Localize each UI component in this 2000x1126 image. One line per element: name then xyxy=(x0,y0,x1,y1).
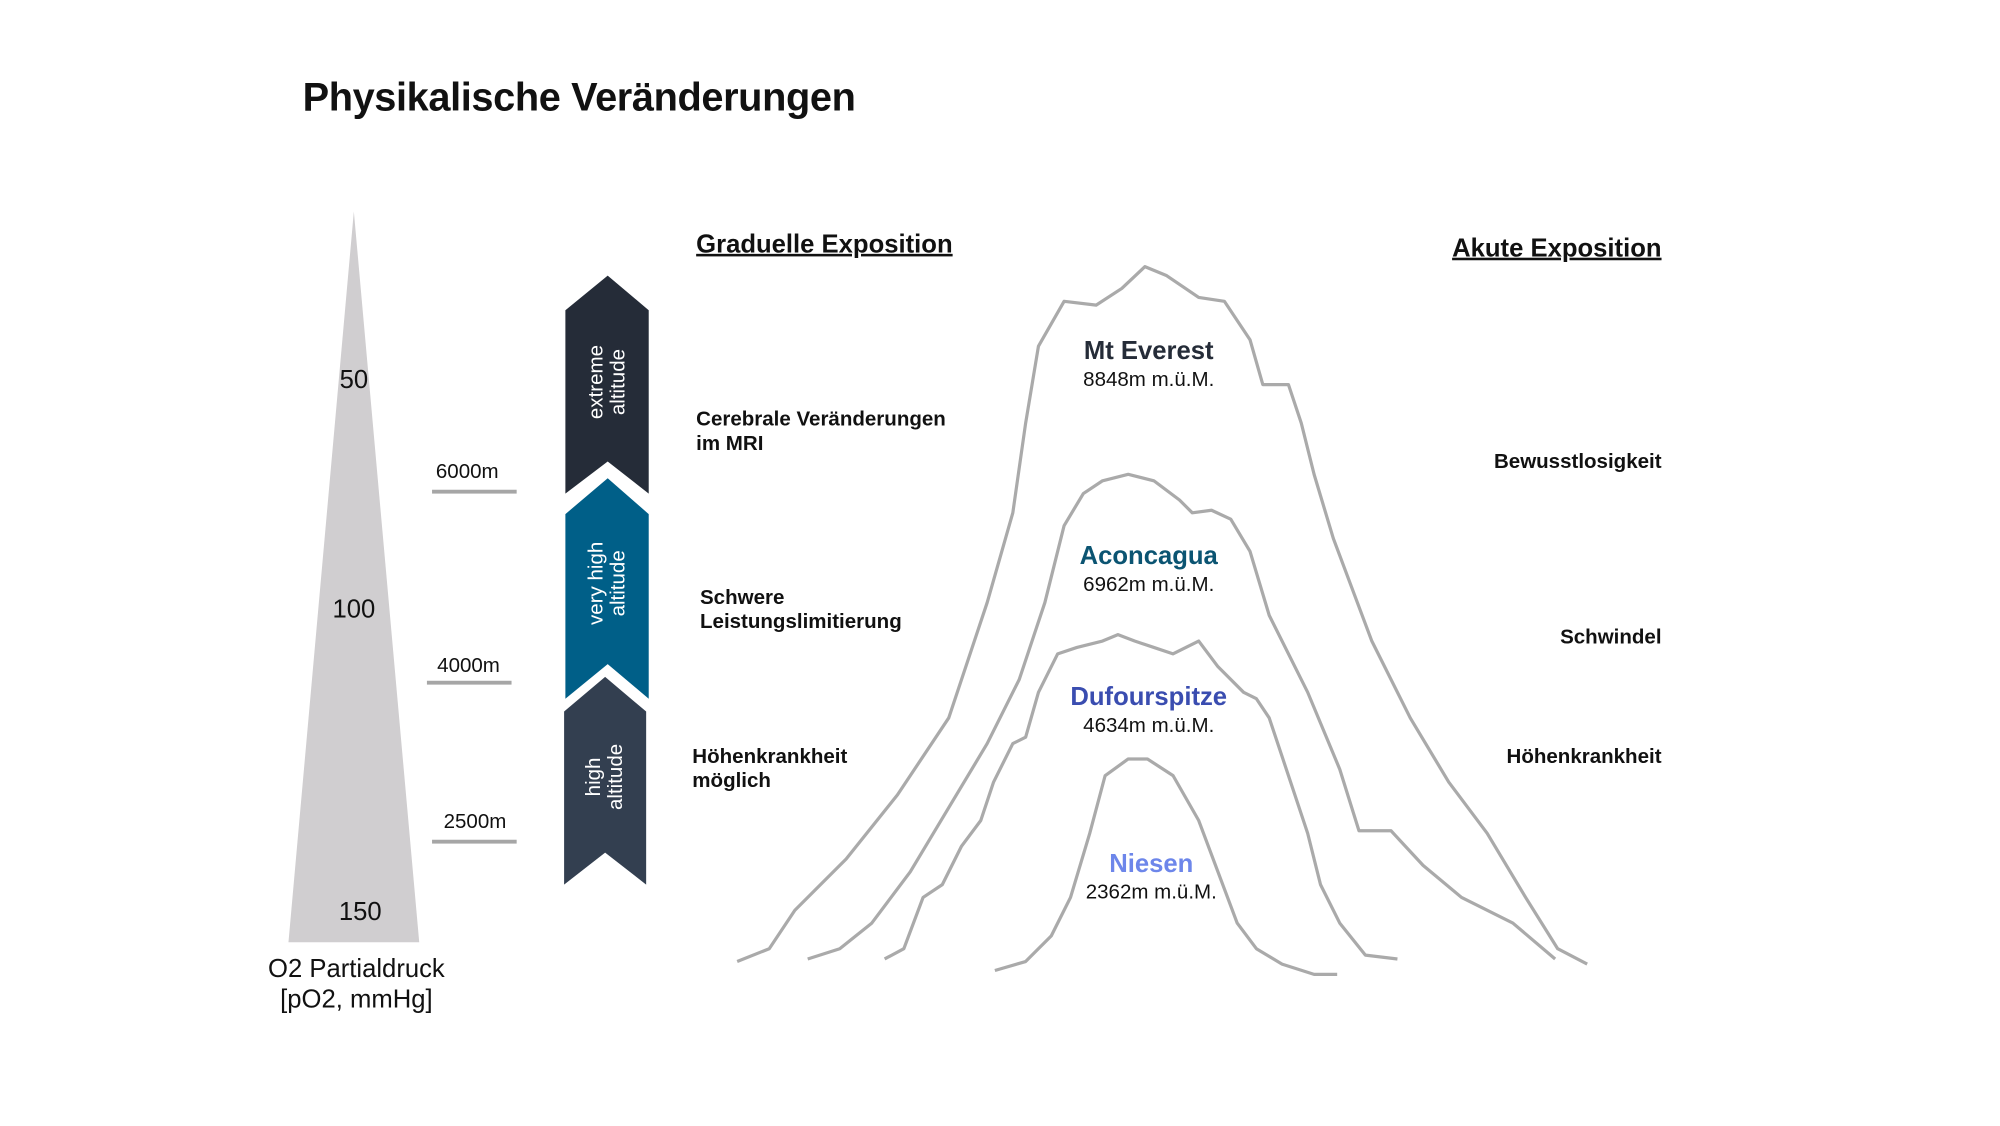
mountain-name-everest: Mt Everest xyxy=(1083,337,1214,366)
zone-label-line: altitude xyxy=(607,348,630,416)
mountain-name-aconcagua: Aconcagua xyxy=(1079,542,1218,571)
pressure-triangle xyxy=(288,211,420,943)
acute-item-unconsciousness: Bewusstlosigkeit xyxy=(1493,451,1662,474)
zone-arrow-extreme xyxy=(565,275,649,494)
zone-label-line: high xyxy=(583,757,606,797)
altitude-mark-6000: 6000m xyxy=(435,461,499,484)
altitude-line-2500 xyxy=(432,839,517,844)
zone-label-line: very high xyxy=(585,541,608,625)
gradual-heading: Graduelle Exposition xyxy=(696,230,953,259)
mountain-outline-everest xyxy=(736,265,1588,966)
desc-line: Schwere xyxy=(699,587,785,609)
pressure-axis-label-line1: O2 Partialdruck xyxy=(268,955,445,984)
pressure-tick-50: 50 xyxy=(339,366,369,395)
page-title: Physikalische Veränderungen xyxy=(302,74,856,120)
acute-item-altitude-sickness: Höhenkrankheit xyxy=(1506,746,1662,768)
zone-label-line: extreme xyxy=(585,345,608,420)
altitude-mark-4000: 4000m xyxy=(437,655,500,677)
mountain-outline-niesen xyxy=(994,757,1338,976)
altitude-mark-2500: 2500m xyxy=(443,811,507,834)
desc-line: im MRI xyxy=(696,433,764,456)
pressure-axis-label-line2: [pO2, mmHg] xyxy=(280,985,433,1015)
pressure-tick-150: 150 xyxy=(338,898,382,927)
zone-arrow-very-high xyxy=(565,478,649,699)
altitude-line-4000 xyxy=(426,680,512,685)
pressure-axis-label: O2 Partialdruck [pO2, mmHg] xyxy=(268,954,445,1016)
desc-line: Cerebrale Veränderungen xyxy=(696,408,946,431)
zone-arrow-high xyxy=(564,676,647,885)
mountain-outline-dufourspitze xyxy=(883,633,1398,961)
mountain-elevation-dufourspitze: 4634m m.ü.M. xyxy=(1083,715,1215,738)
mountain-elevation-niesen: 2362m m.ü.M. xyxy=(1085,882,1217,904)
zone-label-line: altitude xyxy=(605,743,627,810)
mountain-name-dufourspitze: Dufourspitze xyxy=(1070,683,1228,712)
mountain-name-niesen: Niesen xyxy=(1109,849,1194,879)
desc-line: möglich xyxy=(692,770,771,793)
acute-heading: Akute Exposition xyxy=(1452,234,1662,263)
acute-item-dizziness: Schwindel xyxy=(1560,626,1662,649)
desc-line: Höhenkrankheit xyxy=(692,746,848,768)
zone-label-line: altitude xyxy=(607,550,630,617)
mountain-elevation-everest: 8848m m.ü.M. xyxy=(1083,369,1215,392)
pressure-tick-100: 100 xyxy=(332,595,376,624)
altitude-line-6000 xyxy=(432,489,517,494)
mountain-elevation-aconcagua: 6962m m.ü.M. xyxy=(1083,574,1215,597)
desc-line: Leistungslimitierung xyxy=(699,611,902,634)
mountain-outline-aconcagua xyxy=(807,472,1557,961)
